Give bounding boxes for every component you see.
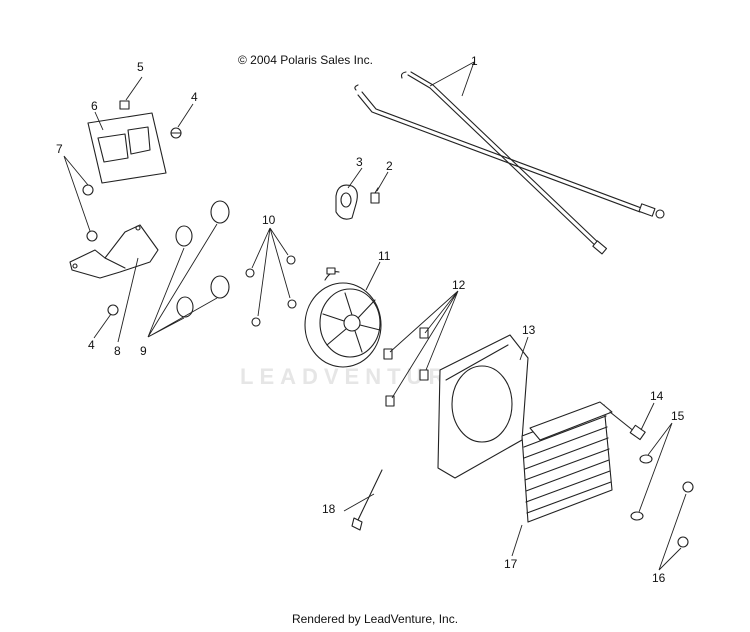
callout-8: 8: [114, 344, 121, 358]
bolt-2[interactable]: [370, 187, 380, 204]
callout-1: 1: [471, 54, 478, 68]
callout-5: 5: [137, 60, 144, 74]
callout-3: 3: [356, 155, 363, 169]
cable-tie[interactable]: [351, 469, 383, 531]
callout-10: 10: [262, 213, 276, 227]
callout-6: 6: [91, 99, 98, 113]
clamp[interactable]: [335, 184, 358, 220]
callout-2: 2: [386, 159, 393, 173]
bolt-4-lower[interactable]: [107, 304, 119, 316]
callout-16: 16: [652, 571, 666, 585]
nut-7[interactable]: [82, 184, 98, 242]
washers-15[interactable]: [630, 454, 653, 521]
footer-credit: Rendered by LeadVenture, Inc.: [291, 612, 459, 626]
copyright-notice: © 2004 Polaris Sales Inc.: [238, 53, 373, 67]
callout-18: 18: [322, 502, 336, 516]
fan-shroud[interactable]: [437, 334, 529, 479]
mount-bracket-plate[interactable]: [87, 112, 167, 184]
rubber-mounts[interactable]: [175, 200, 230, 318]
cooling-fan[interactable]: [304, 267, 382, 368]
callout-17: 17: [504, 557, 518, 571]
callout-13: 13: [522, 323, 536, 337]
oil-cooler[interactable]: [521, 401, 613, 523]
callout-15: 15: [671, 409, 685, 423]
callout-11: 11: [378, 249, 391, 263]
lower-bracket[interactable]: [69, 224, 159, 279]
callout-9: 9: [140, 344, 147, 358]
bolt-4-top[interactable]: [170, 127, 182, 139]
temp-sensor[interactable]: [609, 411, 646, 441]
clips-12[interactable]: [383, 327, 429, 407]
screws-10[interactable]: [245, 255, 297, 327]
callout-4-lower: 4: [88, 338, 95, 352]
callout-12: 12: [452, 278, 466, 292]
bolt-5[interactable]: [119, 100, 130, 110]
bolts-16[interactable]: [677, 481, 694, 548]
callout-4-top: 4: [191, 90, 198, 104]
callout-7: 7: [56, 142, 63, 156]
callout-14: 14: [650, 389, 664, 403]
leader-lines: [63, 61, 687, 571]
hose-assembly[interactable]: [354, 71, 665, 255]
callouts: 1 2 3 4 4 5 6 7 8 9 10 11 12 13 14 15 16…: [56, 54, 685, 585]
